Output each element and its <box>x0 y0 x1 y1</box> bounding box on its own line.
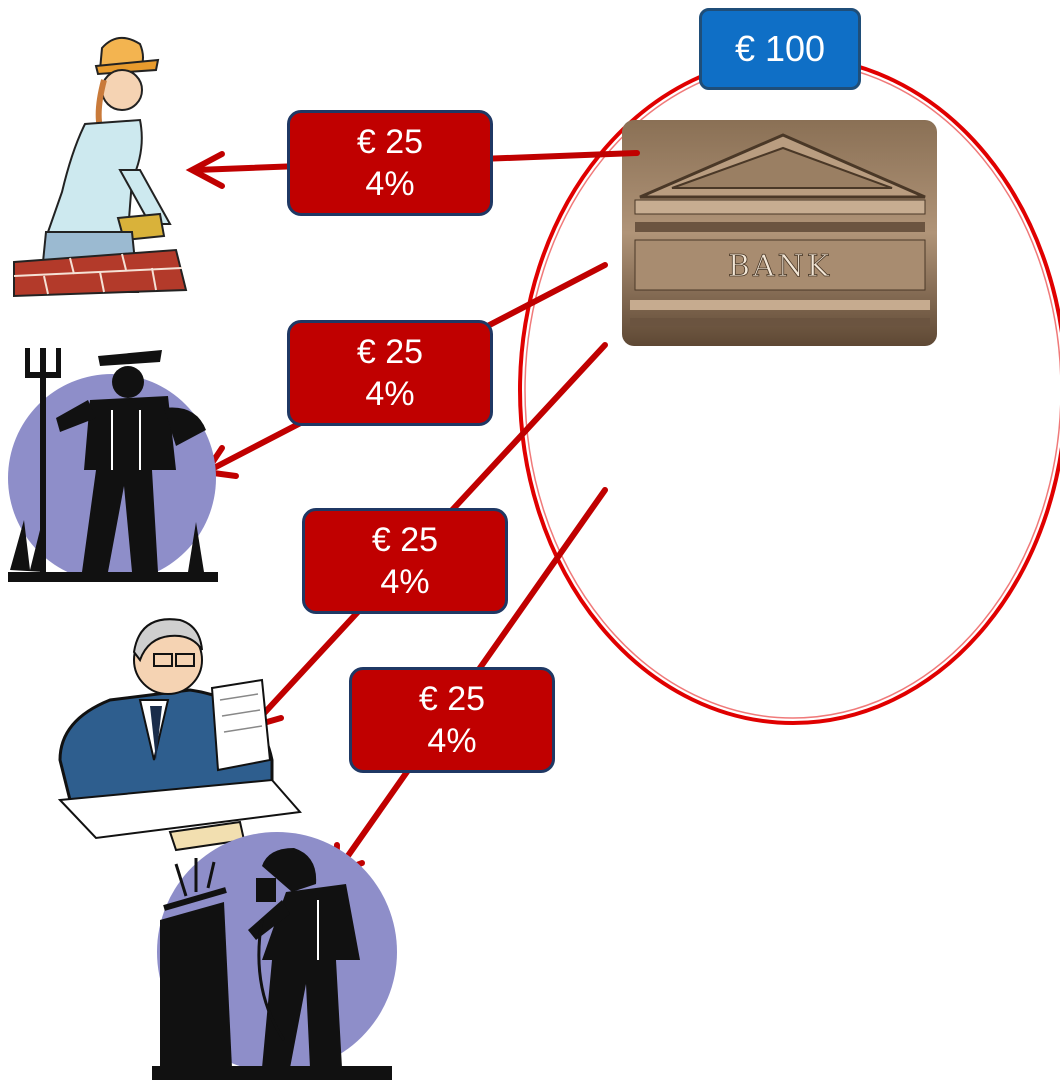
welder-icon <box>152 832 397 1080</box>
loan-box-farmer: € 25 4% <box>287 320 493 426</box>
loan-rate: 4% <box>380 563 430 601</box>
bricklayer-icon <box>13 37 188 298</box>
bank-sign: BANK <box>728 249 832 284</box>
loan-rate: 4% <box>427 722 477 760</box>
total-deposit-badge: € 100 <box>699 8 861 90</box>
total-deposit-label: € 100 <box>734 28 826 69</box>
businessman-icon <box>57 618 302 852</box>
loan-amount: € 25 <box>356 333 424 371</box>
loan-amount: € 25 <box>356 123 424 161</box>
loan-box-welder: € 25 4% <box>349 667 555 773</box>
loan-box-bricklayer: € 25 4% <box>287 110 493 216</box>
bank-building-icon: BANK <box>622 120 937 346</box>
loan-rate: 4% <box>365 375 415 413</box>
loan-box-businessman: € 25 4% <box>302 508 508 614</box>
loan-amount: € 25 <box>371 521 439 559</box>
loan-rate: 4% <box>365 165 415 203</box>
farmer-icon <box>8 348 218 582</box>
loan-amount: € 25 <box>418 680 486 718</box>
